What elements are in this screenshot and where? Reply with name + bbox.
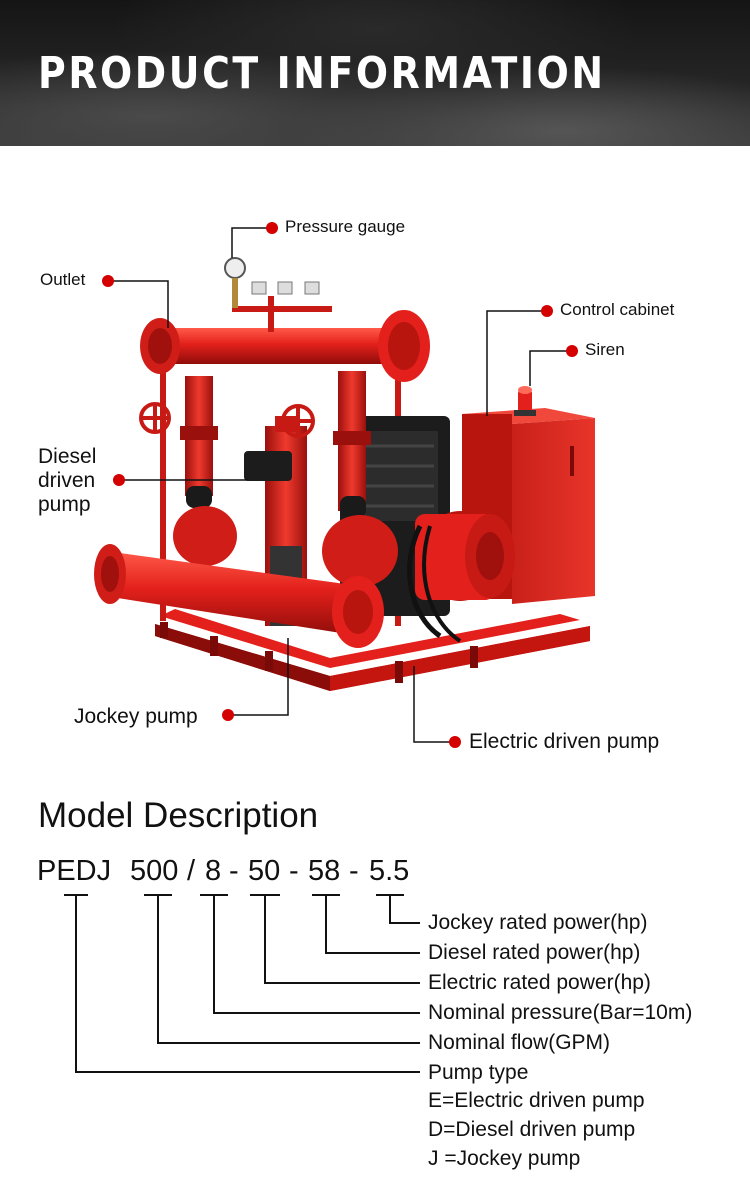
siren: [514, 386, 536, 416]
leader-pressure-gauge: [231, 227, 272, 258]
handwheel-right: [281, 404, 315, 438]
pump-volute-left: [173, 506, 237, 566]
suction-pipe: [94, 544, 384, 648]
outlet-header-pipe: [140, 310, 430, 382]
code-dash-1: -: [229, 855, 239, 887]
label-siren: Siren: [585, 340, 625, 359]
code-series: PEDJ: [37, 855, 112, 887]
callout-dot-jockey: [222, 709, 234, 721]
model-description-title: Model Description: [38, 796, 319, 835]
label-diesel-line2: driven: [38, 469, 96, 492]
leader-siren: [529, 350, 572, 386]
pump-set-illustration: [94, 227, 595, 743]
label-electric-driven-pump: Electric driven pump: [469, 730, 660, 753]
model-code-connectors: [64, 894, 420, 1073]
desc-nominal-flow: Nominal flow(GPM): [428, 1031, 611, 1054]
desc-jockey-power: Jockey rated power(hp): [428, 911, 648, 934]
page-title: PRODUCT INFORMATION: [38, 48, 606, 99]
callout-dot-pressure-gauge: [266, 222, 278, 234]
desc-electric-power: Electric rated power(hp): [428, 971, 651, 994]
frame-rail-left: [160, 356, 166, 621]
desc-type-diesel: D=Diesel driven pump: [428, 1118, 636, 1141]
label-diesel-line3: pump: [38, 493, 91, 516]
code-jockey: 5.5: [369, 855, 410, 887]
pump-volute-right: [322, 515, 398, 587]
electric-motor: [407, 511, 515, 643]
label-jockey-pump: Jockey pump: [74, 705, 198, 728]
code-dash-2: -: [289, 855, 299, 887]
header-banner: PRODUCT INFORMATION: [0, 0, 750, 146]
desc-type-electric: E=Electric driven pump: [428, 1089, 645, 1112]
base-skid: [155, 609, 590, 691]
code-flow: 500: [130, 855, 179, 887]
leader-control-cabinet: [486, 310, 547, 416]
handwheel-left: [139, 402, 171, 434]
code-dash-3: -: [349, 855, 359, 887]
callout-dot-diesel: [113, 474, 125, 486]
code-slash: /: [187, 855, 196, 887]
label-diesel-line1: Diesel: [38, 445, 97, 468]
callout-dot-control-cabinet: [541, 305, 553, 317]
code-diesel: 58: [308, 855, 341, 887]
gauge-manifold: [224, 257, 332, 332]
code-pressure: 8: [205, 855, 222, 887]
leader-jockey: [228, 638, 289, 716]
leader-outlet: [112, 280, 169, 328]
callout-dot-siren: [566, 345, 578, 357]
label-outlet: Outlet: [40, 270, 86, 289]
label-pressure-gauge: Pressure gauge: [285, 217, 406, 236]
desc-nominal-pressure: Nominal pressure(Bar=10m): [428, 1001, 693, 1024]
desc-pump-type: Pump type: [428, 1061, 529, 1084]
label-control-cabinet: Control cabinet: [560, 300, 675, 319]
desc-diesel-power: Diesel rated power(hp): [428, 941, 641, 964]
code-electric: 50: [248, 855, 281, 887]
callout-dot-outlet: [102, 275, 114, 287]
diesel-engine: [340, 416, 450, 616]
callout-dot-electric: [449, 736, 461, 748]
leader-electric: [413, 666, 456, 743]
desc-type-jockey: J =Jockey pump: [428, 1147, 581, 1170]
